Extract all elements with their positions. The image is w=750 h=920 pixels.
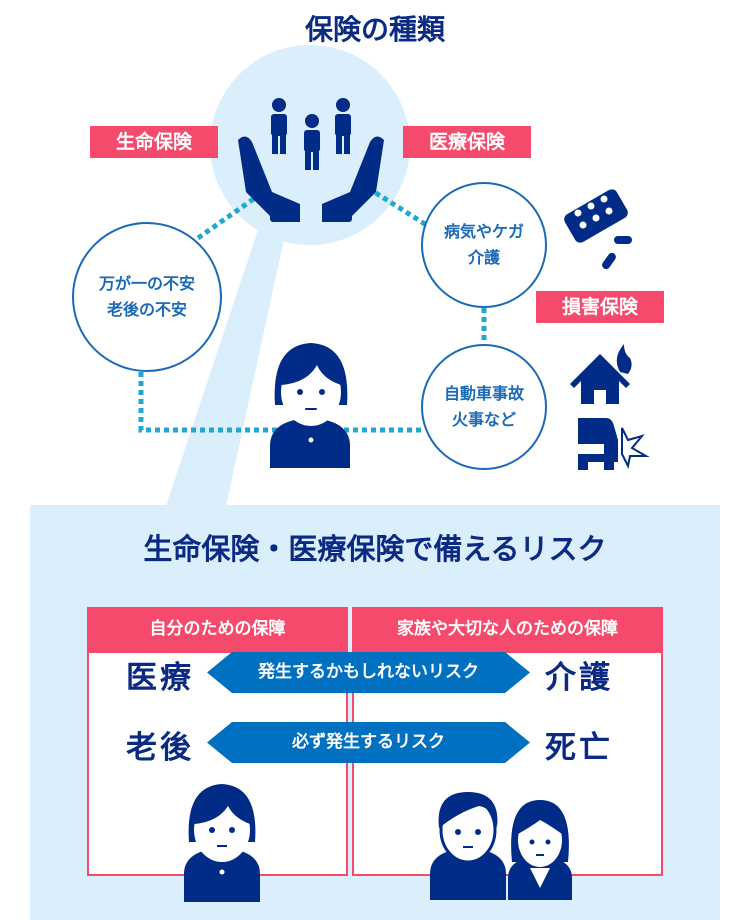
circle-text: 介護 <box>467 248 500 267</box>
circle-damage-concerns: 自動車事故 火事など <box>421 344 547 470</box>
page-title: 保険の種類 <box>304 13 445 46</box>
circle-text: 老後の不安 <box>106 300 187 319</box>
woman-avatar-bottom <box>184 784 260 902</box>
risk-title: 生命保険・医療保険で備えるリスク <box>143 532 607 566</box>
circle-text: 万が一の不安 <box>98 274 195 293</box>
man-avatar <box>430 792 506 900</box>
risk-care: 介護 <box>545 660 613 696</box>
car-crash-icon <box>578 418 650 470</box>
house-fire-icon <box>570 344 632 404</box>
risk-death: 死亡 <box>545 730 613 766</box>
possible-risk-arrow: 発生するかもしれないリスク <box>207 652 530 693</box>
pill-icon <box>564 189 632 270</box>
tag-medical-insurance: 医療保険 <box>403 126 531 158</box>
woman-avatar-partner <box>508 800 572 900</box>
circle-medical-concerns: 病気やケガ 介護 <box>421 182 547 308</box>
woman-avatar <box>270 343 350 468</box>
risk-medical: 医療 <box>126 660 194 696</box>
tag-life-insurance: 生命保険 <box>90 126 218 158</box>
risk-old-age: 老後 <box>126 730 194 766</box>
certain-risk-arrow: 必ず発生するリスク <box>207 722 530 763</box>
circle-text: 病気やケガ <box>443 222 524 241</box>
tag-damage-insurance: 損害保険 <box>536 291 664 323</box>
family-coverage-header: 家族や大切な人のための保障 <box>354 609 661 653</box>
circle-life-concerns: 万が一の不安 老後の不安 <box>72 222 222 372</box>
circle-text: 自動車事故 <box>443 384 524 403</box>
self-coverage-header: 自分のための保障 <box>89 609 346 653</box>
circle-text: 火事など <box>451 410 516 429</box>
bottom-avatars <box>184 784 572 902</box>
callout-wedge <box>166 230 286 506</box>
hands-people-icon <box>238 98 384 222</box>
